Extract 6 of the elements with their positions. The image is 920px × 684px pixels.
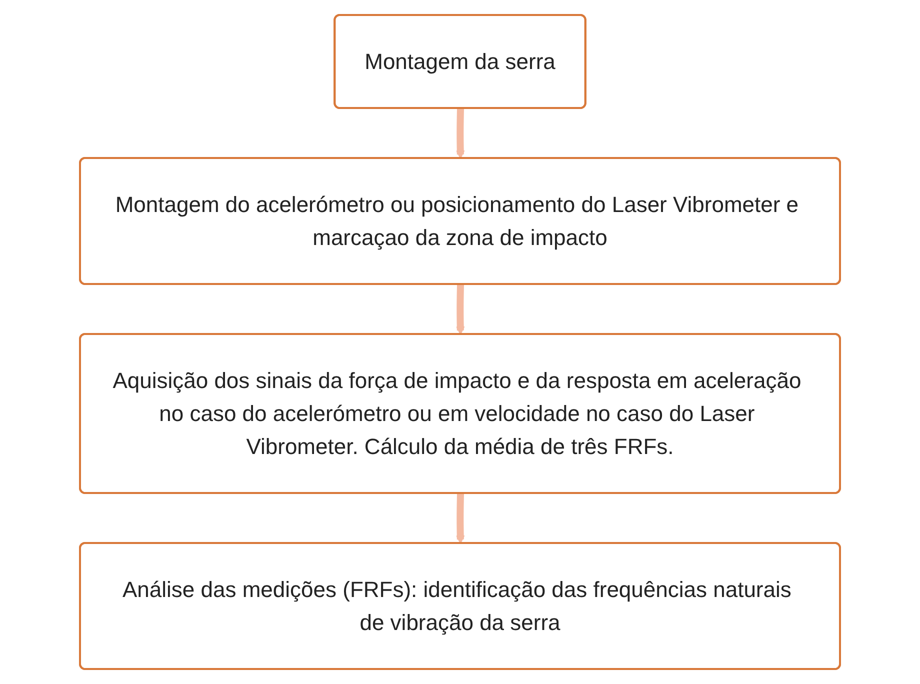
arrow bbox=[456, 108, 465, 159]
arrow bbox=[456, 493, 465, 544]
node-text: Aquisição dos sinais da força de impacto e da resposta em aceleração no caso do acelerómetro ou em velocidade no caso do Laser Vibrometer. Cálculo da média de três FRFs. bbox=[112, 368, 802, 459]
arrow bbox=[456, 284, 465, 335]
node-text: Montagem do acelerómetro ou posicionamento do Laser Vibrometer e marcaçao da zona de impacto bbox=[115, 192, 799, 250]
node-text: Análise das medições (FRFs): identificação das frequências naturais de vibração da serra bbox=[122, 577, 792, 635]
